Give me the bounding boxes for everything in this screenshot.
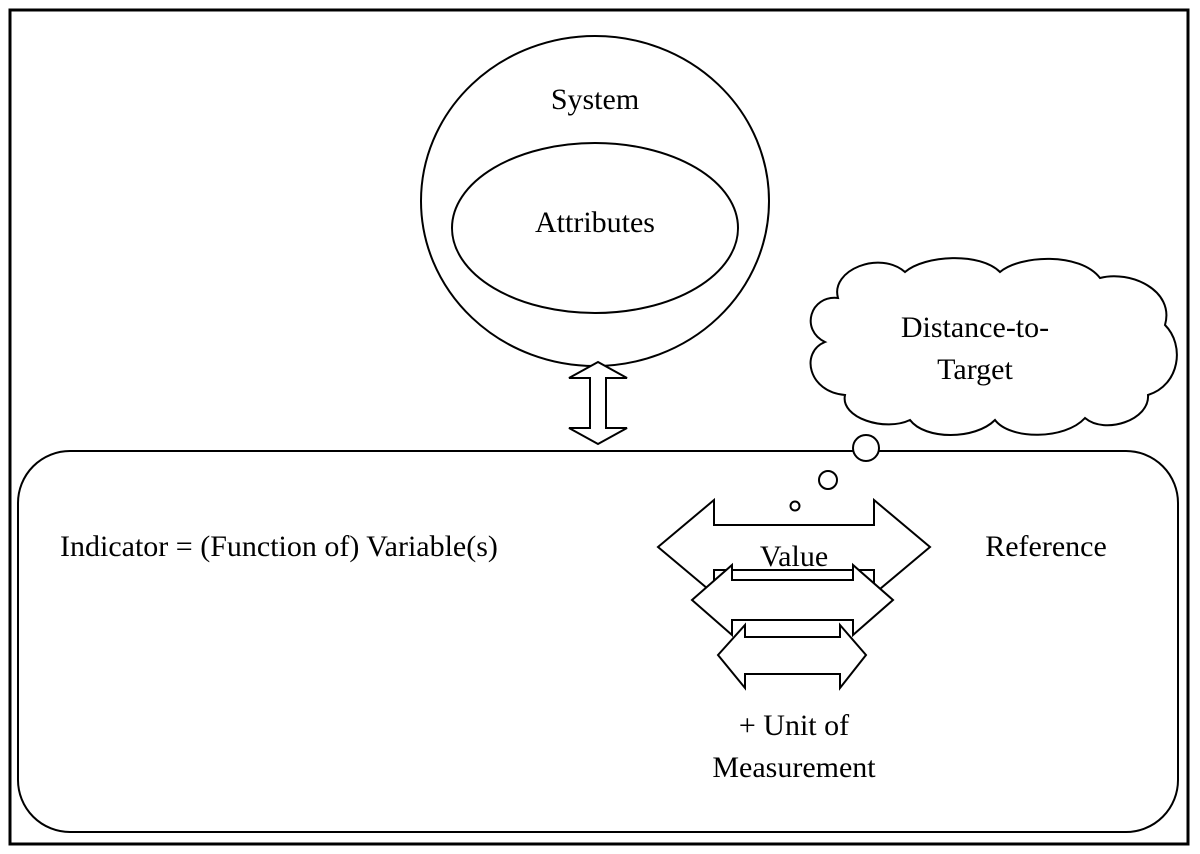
distance-cloud: [809, 257, 1178, 436]
unit-label-line1: + Unit of: [738, 709, 850, 742]
unit-label-line2: Measurement: [712, 751, 876, 784]
distance-label-line1: Distance-to-: [900, 311, 1050, 344]
outer-frame: [8, 8, 1190, 846]
reference-label: Reference: [985, 530, 1107, 563]
thought-dot-large: [852, 434, 880, 462]
value-label: Value: [759, 540, 829, 573]
system-label: System: [550, 83, 640, 116]
system-indicator-double-arrow: [568, 360, 628, 446]
middle-double-arrow: [690, 562, 895, 638]
attributes-ellipse: [451, 142, 739, 314]
thought-dot-medium: [818, 470, 838, 490]
distance-label-line2: Target: [937, 353, 1013, 386]
attributes-label: Attributes: [535, 206, 655, 239]
thought-dot-small: [789, 500, 801, 512]
indicator-label: Indicator = (Function of) Variable(s): [60, 530, 498, 563]
value-double-arrow: [656, 497, 932, 597]
unit-double-arrow: [716, 622, 868, 691]
indicator-box: [17, 450, 1179, 833]
